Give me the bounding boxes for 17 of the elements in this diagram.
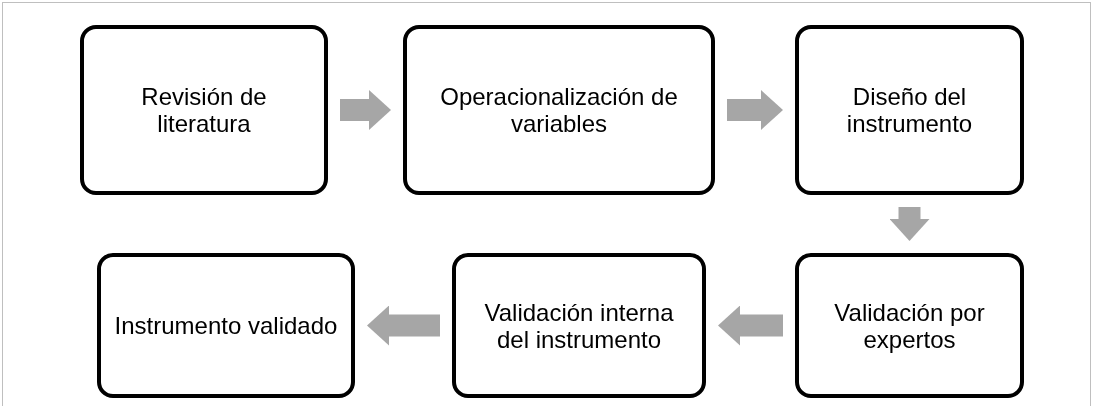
process-box [795,25,1024,195]
process-box [80,25,328,195]
step-label: Validación por expertos [833,298,986,353]
step-label: Instrumento validado [114,312,338,339]
process-box [403,25,715,195]
step-label: Diseño del instrumento [845,83,974,137]
step-label: Revisión de literatura [140,83,268,137]
step-label: Validación interna del instrumento [483,298,675,353]
block-arrow [889,207,930,241]
block-arrow [367,305,440,346]
block-arrow [718,305,783,346]
block-arrow [727,90,783,130]
block-arrow [340,90,391,130]
process-box [97,253,355,398]
process-box [452,253,706,398]
process-box [795,253,1024,398]
step-label: Operacionalización de variables [439,83,679,137]
